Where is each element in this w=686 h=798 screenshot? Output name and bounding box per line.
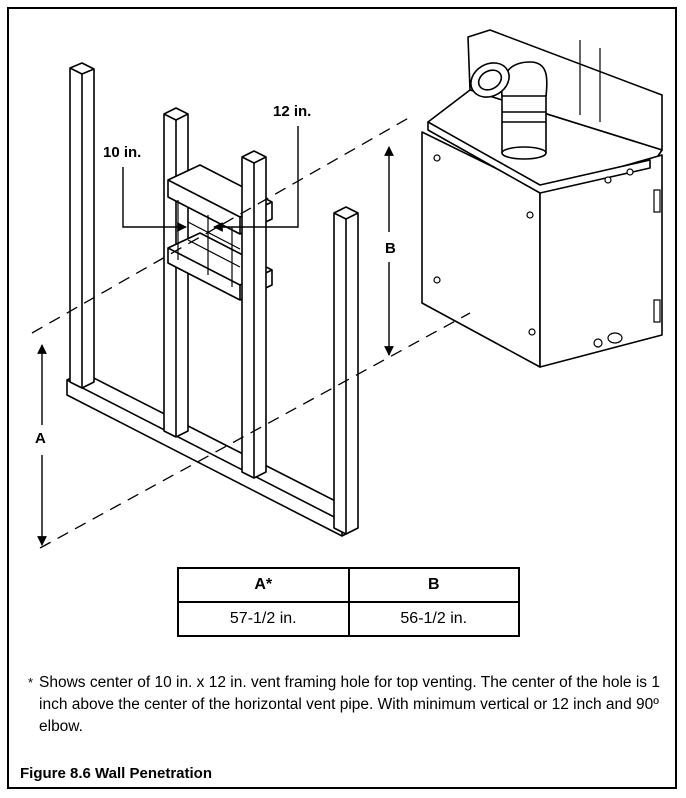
table-header-row: A* B: [177, 567, 520, 603]
footnote-text: Shows center of 10 in. x 12 in. vent fra…: [39, 674, 660, 735]
fireplace-details: [433, 40, 661, 348]
dashed-upper: [31, 115, 413, 334]
table-header-a: A*: [177, 567, 350, 603]
footnote: * Shows center of 10 in. x 12 in. vent f…: [28, 672, 668, 738]
label-12in: 12 in.: [273, 103, 312, 120]
dimension-arrows: [37, 146, 394, 546]
reference-lines: [31, 115, 471, 549]
back-panel: [467, 29, 663, 151]
table-cell-a: 57-1/2 in.: [177, 601, 350, 637]
leader-10in: [122, 167, 187, 232]
dashed-lower: [39, 312, 471, 549]
vent-pipe: [501, 94, 547, 154]
leader-12in: [213, 126, 299, 232]
footnote-marker: *: [28, 675, 34, 690]
table-cell-b: 56-1/2 in.: [347, 601, 520, 637]
wall-framing: [66, 62, 359, 537]
label-b: B: [385, 240, 396, 257]
figure-caption: Figure 8.6 Wall Penetration: [20, 765, 212, 782]
dimension-leaders: [122, 126, 299, 232]
table-header-b: B: [347, 567, 520, 603]
top-rim: [427, 121, 651, 194]
fireplace-unit: [421, 29, 663, 368]
dimension-table: A* B 57-1/2 in. 56-1/2 in.: [177, 567, 520, 637]
label-a: A: [35, 430, 46, 447]
label-10in: 10 in.: [103, 144, 142, 161]
table-row: 57-1/2 in. 56-1/2 in.: [177, 601, 520, 637]
